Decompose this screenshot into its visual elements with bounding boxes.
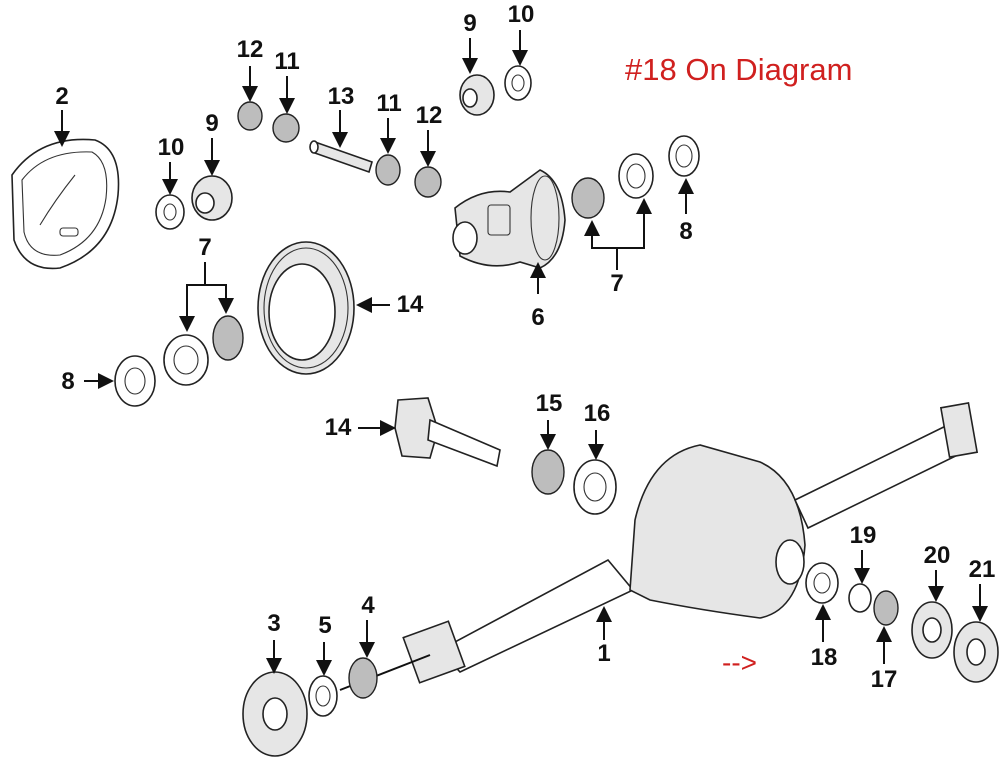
part-14-pinion-shaft	[394, 397, 501, 468]
part-11-gear-top	[272, 113, 300, 143]
part-4-bearing	[348, 657, 378, 699]
callout-10-left: 10	[157, 134, 185, 161]
callout-5: 5	[318, 612, 332, 639]
part-14-ring-gear	[257, 241, 355, 375]
callout-12-mid: 12	[415, 102, 443, 129]
part-12-gear-top	[237, 101, 263, 131]
callout-20: 20	[923, 542, 951, 569]
part-6-differential-case	[452, 169, 566, 269]
callout-9-left: 9	[205, 110, 219, 137]
part-12-gear-mid	[414, 166, 442, 198]
callout-19: 19	[849, 522, 877, 549]
part-5-seal	[308, 675, 338, 717]
part-10-washer-left	[155, 194, 185, 230]
diagram-note: #18 On Diagram	[625, 52, 853, 87]
part-7-bearing-upper-a	[571, 177, 605, 219]
callout-3: 3	[267, 610, 281, 637]
callout-7-left: 7	[198, 234, 212, 261]
part-1-axle-housing	[402, 402, 979, 684]
callout-21: 21	[968, 556, 996, 583]
callout-14-pinion: 14	[324, 414, 352, 441]
part-16-bearing-race	[573, 459, 617, 515]
part-8-race-left	[114, 355, 156, 407]
part-13-cross-shaft	[309, 140, 373, 174]
part-20-hub-cap	[911, 601, 953, 659]
callout-11-mid: 11	[376, 90, 402, 117]
part-7-bearing-left-a	[212, 315, 244, 361]
part-9-side-gear-top	[459, 74, 495, 116]
callout-1: 1	[597, 640, 611, 667]
callout-18: 18	[810, 644, 838, 671]
callout-10-top: 10	[507, 1, 535, 28]
part-7-bearing-upper-b	[618, 153, 654, 199]
part-8-race-upper	[668, 135, 700, 177]
part-3-flange	[242, 671, 308, 757]
part-18-seal-right	[805, 562, 839, 604]
part-17-bearing	[873, 590, 899, 626]
callout-8-left: 8	[61, 368, 75, 395]
part-2-cover	[11, 138, 120, 270]
callout-16: 16	[583, 400, 611, 427]
callout-6: 6	[531, 304, 545, 331]
part-19-washer	[848, 583, 872, 613]
callout-2: 2	[55, 83, 69, 110]
callout-4: 4	[361, 592, 375, 619]
part-21-flange	[953, 621, 999, 683]
part-9-side-gear-left	[191, 175, 233, 221]
callout-8-right: 8	[679, 218, 693, 245]
part-10-washer-top	[504, 65, 532, 101]
callout-11-top: 11	[274, 48, 300, 75]
callout-17: 17	[870, 666, 898, 693]
callout-13: 13	[327, 83, 355, 110]
leader-lines	[54, 30, 988, 676]
callout-14-ring-gear: 14	[396, 291, 424, 318]
part-7-bearing-left-b	[163, 334, 209, 386]
part-15-pinion-bearing	[531, 449, 565, 495]
callout-9-top: 9	[463, 10, 477, 37]
callout-12-top: 12	[236, 36, 264, 63]
callout-15: 15	[535, 390, 563, 417]
callout-7-right: 7	[610, 270, 624, 297]
red-pointer-arrow: -->	[722, 647, 757, 678]
part-11-gear-mid	[375, 154, 401, 186]
